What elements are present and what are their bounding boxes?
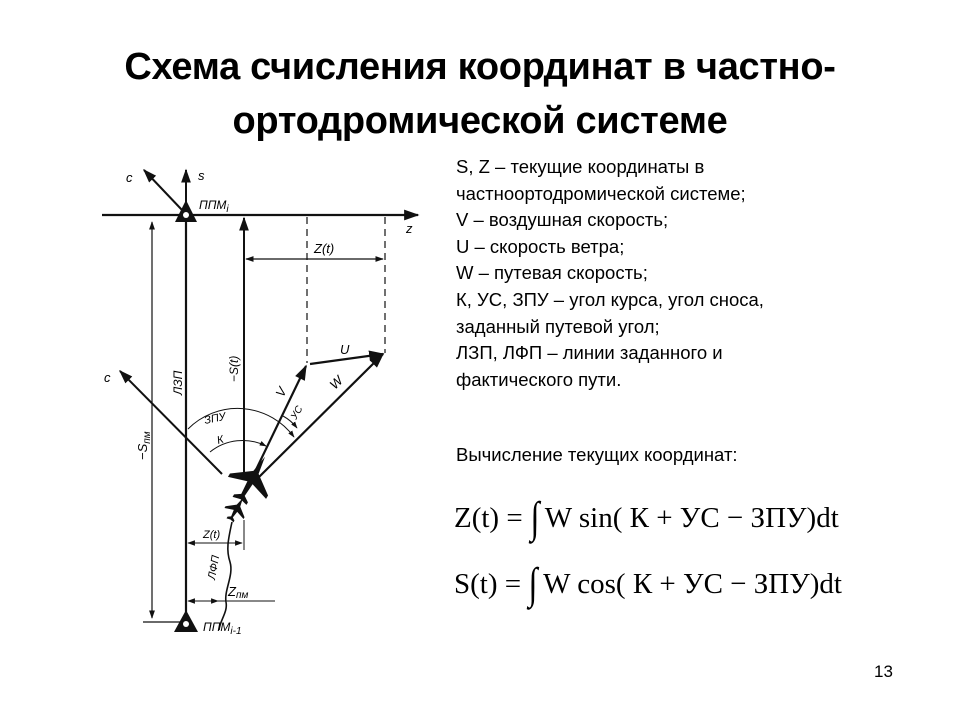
c-top-label: c — [126, 170, 133, 185]
zpu-label: ЗПУ — [203, 410, 228, 426]
u-vector — [309, 350, 385, 366]
formula-z-rhs: W sin( К + УС − ЗПУ)dt — [544, 501, 839, 534]
slide-title-line-2: ортодромической системе — [232, 100, 728, 142]
formula-s-rhs: W cos( К + УС − ЗПУ)dt — [543, 567, 842, 600]
legend-line: V – воздушная скорость; — [456, 209, 669, 231]
w-label: W — [327, 372, 348, 393]
lzp-label: ЛЗП — [171, 370, 185, 396]
v-label: V — [272, 384, 290, 400]
formula-s-lhs: S(t) = — [454, 567, 522, 600]
w-vector — [257, 352, 385, 479]
calculation-label: Вычисление текущих координат: — [456, 444, 738, 465]
page-number: 13 — [874, 662, 893, 681]
k-label: К — [216, 433, 226, 446]
legend-line: частноортодромической системе; — [456, 182, 746, 204]
legend-text: S, Z – текущие координаты в частноортодр… — [456, 154, 876, 393]
ppm-i-label: ППМi — [199, 198, 229, 215]
s-axis-label: s — [198, 168, 205, 183]
slide-title: Схема счисления координат в частно- орто… — [0, 40, 960, 148]
legend-line: К, УС, ЗПУ – угол курса, угол сноса, — [456, 288, 764, 310]
ppm-i-1-marker — [174, 610, 198, 632]
formula-z: Z(t) = ∫ W sin( К + УС − ЗПУ)dt — [454, 496, 839, 540]
z-t-top-label: Z(t) — [313, 241, 334, 256]
c-top-arrow — [143, 168, 183, 211]
z-t-bottom-label: Z(t) — [202, 529, 220, 541]
aircraft-icon — [227, 456, 269, 505]
z-axis-label: z — [405, 221, 413, 236]
legend-line: заданный путевой угол; — [456, 315, 660, 337]
ppm-i-1-label: ППМi-1 — [203, 620, 242, 637]
legend-line: ЛЗП, ЛФП – линии заданного и — [456, 342, 723, 364]
k-arc — [209, 439, 267, 453]
integral-icon: ∫ — [530, 493, 540, 542]
legend-line: W – путевая скорость; — [456, 262, 648, 284]
z-pm-label: Zпм — [227, 584, 248, 601]
legend-line: S, Z – текущие координаты в — [456, 156, 705, 177]
lfp-path — [218, 521, 233, 631]
integral-icon: ∫ — [528, 559, 538, 608]
uc-arc — [282, 415, 298, 429]
aircraft-small-icon — [224, 497, 245, 523]
slide-title-line-1: Схема счисления координат в частно- — [124, 46, 836, 88]
ppm-i-marker — [175, 200, 197, 222]
lfp-label: ЛФП — [206, 554, 222, 581]
legend-line: U – скорость ветра; — [456, 235, 625, 257]
c-left-arrow — [119, 370, 223, 475]
formula-s: S(t) = ∫ W cos( К + УС − ЗПУ)dt — [454, 562, 842, 606]
c-left-label: c — [104, 370, 111, 385]
zpu-arc — [187, 407, 295, 438]
uc-label: УС — [289, 404, 306, 423]
s-pm-label: −Sпм — [135, 431, 153, 460]
s-t-label: −S(t) — [227, 356, 241, 382]
formula-z-lhs: Z(t) = — [454, 501, 523, 534]
u-label: U — [340, 342, 350, 357]
legend-line: фактического пути. — [456, 368, 622, 390]
